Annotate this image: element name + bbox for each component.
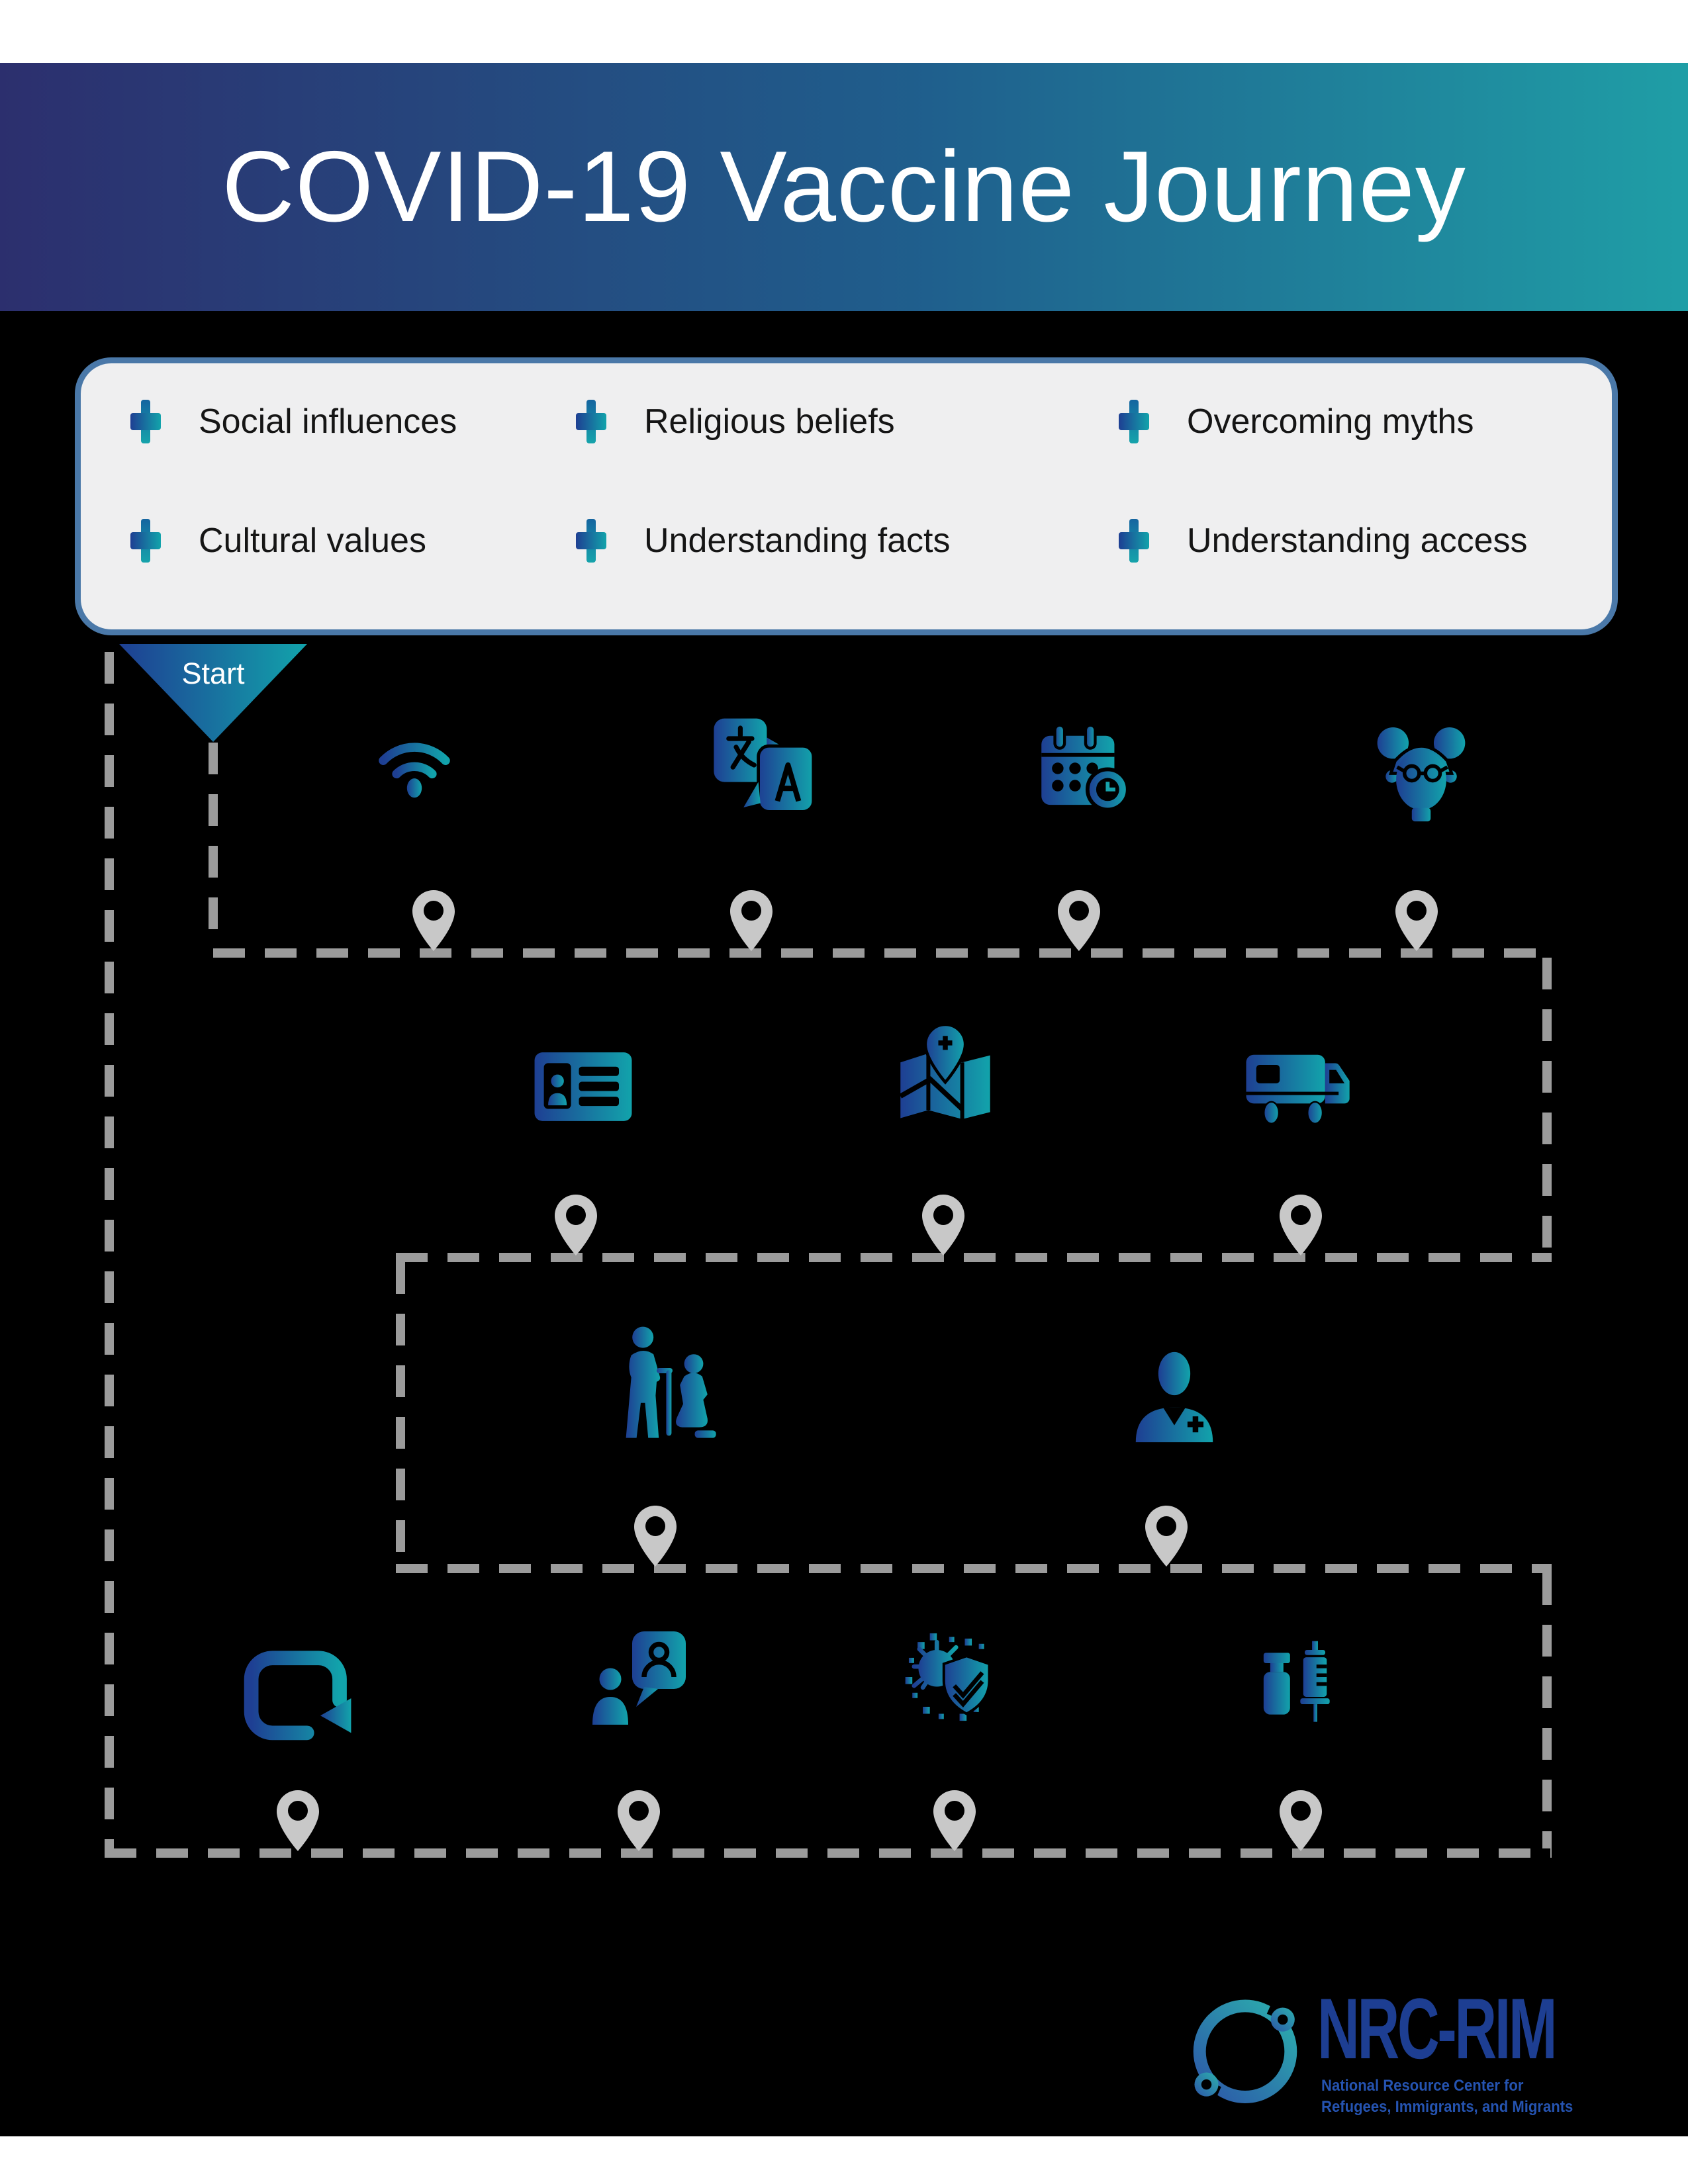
location-pin-icon xyxy=(1145,1506,1188,1567)
location-pin-icon xyxy=(730,890,773,951)
journey-path-segment xyxy=(1542,958,1552,1253)
top-white-strip xyxy=(0,0,1688,63)
location-pin-icon xyxy=(1395,890,1438,951)
id-card-icon xyxy=(534,1052,632,1121)
elderly-caregiver-icon xyxy=(626,1326,716,1438)
nrc-rim-logo-text: NRC-RIM xyxy=(1317,1980,1558,2077)
legend-item-label: Understanding access xyxy=(1187,522,1528,560)
legend-item-label: Cultural values xyxy=(199,522,426,560)
mobile-clinic-van-icon xyxy=(1246,1054,1350,1125)
virus-shield-check-icon xyxy=(905,1633,991,1721)
legend-item: Overcoming myths xyxy=(1111,398,1474,445)
community-member-icon xyxy=(1377,727,1466,822)
plus-icon xyxy=(1111,398,1157,445)
location-pin-icon xyxy=(1280,1790,1322,1851)
journey-path-segment xyxy=(396,1262,405,1564)
location-pin-icon xyxy=(412,890,455,951)
plus-icon xyxy=(122,398,169,445)
start-label: Start xyxy=(181,657,245,690)
healthcare-worker-icon xyxy=(1135,1351,1213,1443)
plus-icon xyxy=(1111,518,1157,564)
journey-path-segment xyxy=(213,948,1552,958)
plus-icon xyxy=(568,398,614,445)
map-medical-pin-icon xyxy=(899,1023,990,1119)
legend-box xyxy=(75,357,1618,635)
bottom-white-strip xyxy=(0,2136,1688,2184)
nrc-rim-logo-subtitle-line2: Refugees, Immigrants, and Migrants xyxy=(1321,2098,1573,2116)
journey-path-segment xyxy=(1542,1573,1552,1848)
location-pin-icon xyxy=(555,1195,597,1255)
legend-item-label: Social influences xyxy=(199,402,457,441)
location-pin-icon xyxy=(634,1506,677,1567)
start-triangle-icon xyxy=(119,644,307,742)
location-pin-icon xyxy=(277,1790,319,1851)
wifi-icon xyxy=(379,743,450,798)
legend-item: Cultural values xyxy=(122,518,426,564)
location-pin-icon xyxy=(922,1195,964,1255)
location-pin-icon xyxy=(618,1790,660,1851)
translation-icon xyxy=(714,718,816,813)
nrc-rim-logo-subtitle-line1: National Resource Center for xyxy=(1321,2077,1524,2095)
legend-item: Social influences xyxy=(122,398,457,445)
location-pin-icon xyxy=(933,1790,976,1851)
legend-item-label: Understanding facts xyxy=(644,522,951,560)
plus-icon xyxy=(122,518,169,564)
legend-item-label: Religious beliefs xyxy=(644,402,895,441)
journey-path-segment xyxy=(396,1564,1552,1573)
calendar-clock-icon xyxy=(1041,723,1130,812)
vaccine-vial-syringe-icon xyxy=(1263,1641,1330,1722)
header-banner: COVID-19 Vaccine Journey xyxy=(0,63,1688,311)
legend-item: Understanding facts xyxy=(568,518,951,564)
nrc-rim-logo-icon xyxy=(1188,1993,1302,2107)
plus-icon xyxy=(568,518,614,564)
legend-item: Religious beliefs xyxy=(568,398,895,445)
journey-path-segment xyxy=(105,652,114,1848)
legend-item-label: Overcoming myths xyxy=(1187,402,1474,441)
location-pin-icon xyxy=(1058,890,1100,951)
outreach-chat-icon xyxy=(592,1631,686,1725)
legend-item: Understanding access xyxy=(1111,518,1528,564)
journey-path-segment xyxy=(105,1848,1552,1858)
journey-path-segment xyxy=(209,743,218,948)
follow-up-loop-icon xyxy=(244,1651,352,1741)
location-pin-icon xyxy=(1280,1195,1322,1255)
journey-path-segment xyxy=(396,1253,1552,1262)
page-title: COVID-19 Vaccine Journey xyxy=(222,130,1466,243)
